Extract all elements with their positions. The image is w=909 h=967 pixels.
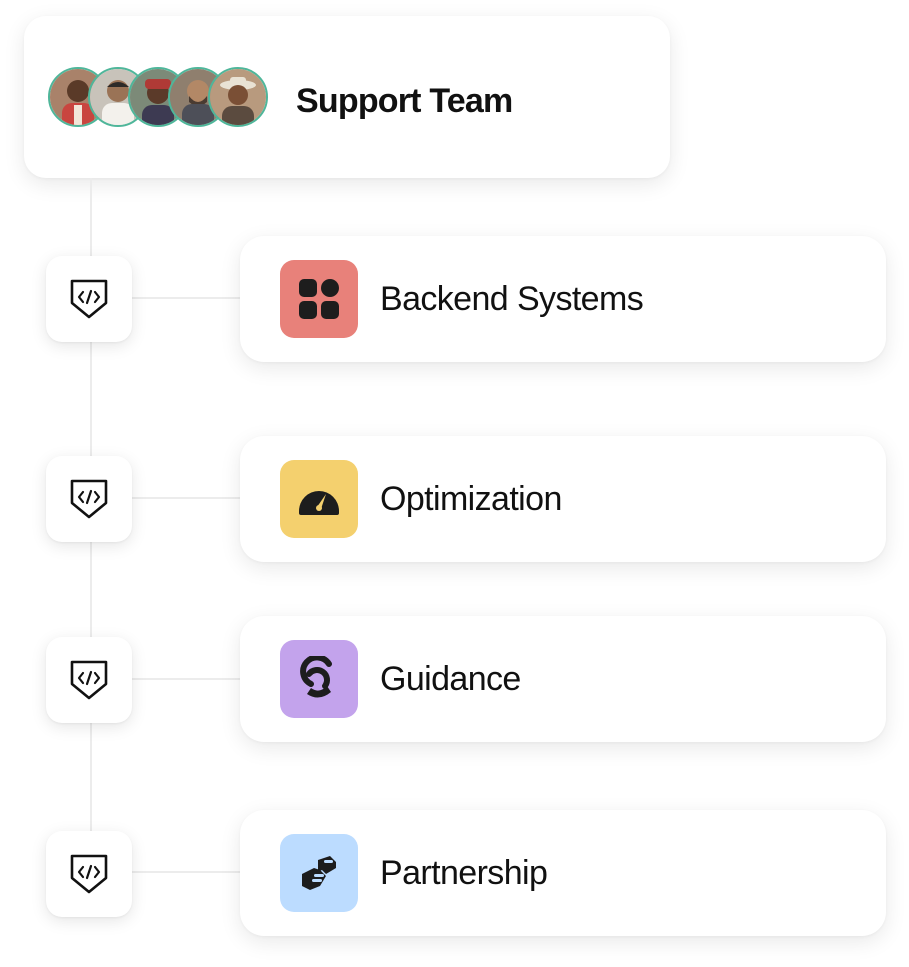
grid-icon: [299, 279, 339, 319]
code-shield-icon: [70, 479, 108, 519]
code-shield-node: [46, 256, 132, 342]
item-tile: [280, 260, 358, 338]
item-label: Backend Systems: [380, 280, 644, 318]
code-shield-node: [46, 637, 132, 723]
connector-branch: [132, 678, 242, 680]
code-shield-icon: [70, 660, 108, 700]
code-shield-icon: [70, 279, 108, 319]
item-tile: [280, 460, 358, 538]
connector-branch: [132, 497, 242, 499]
connector-branch: [132, 297, 242, 299]
item-card-partnership[interactable]: Partnership: [240, 810, 886, 936]
item-card-optimization[interactable]: Optimization: [240, 436, 886, 562]
handshake-icon: [302, 856, 336, 890]
team-title: Support Team: [296, 82, 513, 120]
code-shield-icon: [70, 854, 108, 894]
connector-branch: [132, 871, 242, 873]
code-shield-node: [46, 831, 132, 917]
avatar: [208, 67, 268, 127]
item-label: Optimization: [380, 480, 562, 518]
item-label: Partnership: [380, 854, 548, 892]
item-card-backend-systems[interactable]: Backend Systems: [240, 236, 886, 362]
item-tile: [280, 834, 358, 912]
speedometer-icon: [299, 491, 339, 515]
item-tile: [280, 640, 358, 718]
item-label: Guidance: [380, 660, 521, 698]
code-shield-node: [46, 456, 132, 542]
item-card-guidance[interactable]: Guidance: [240, 616, 886, 742]
guidance-icon: [300, 656, 332, 698]
avatar-stack: [48, 67, 268, 127]
